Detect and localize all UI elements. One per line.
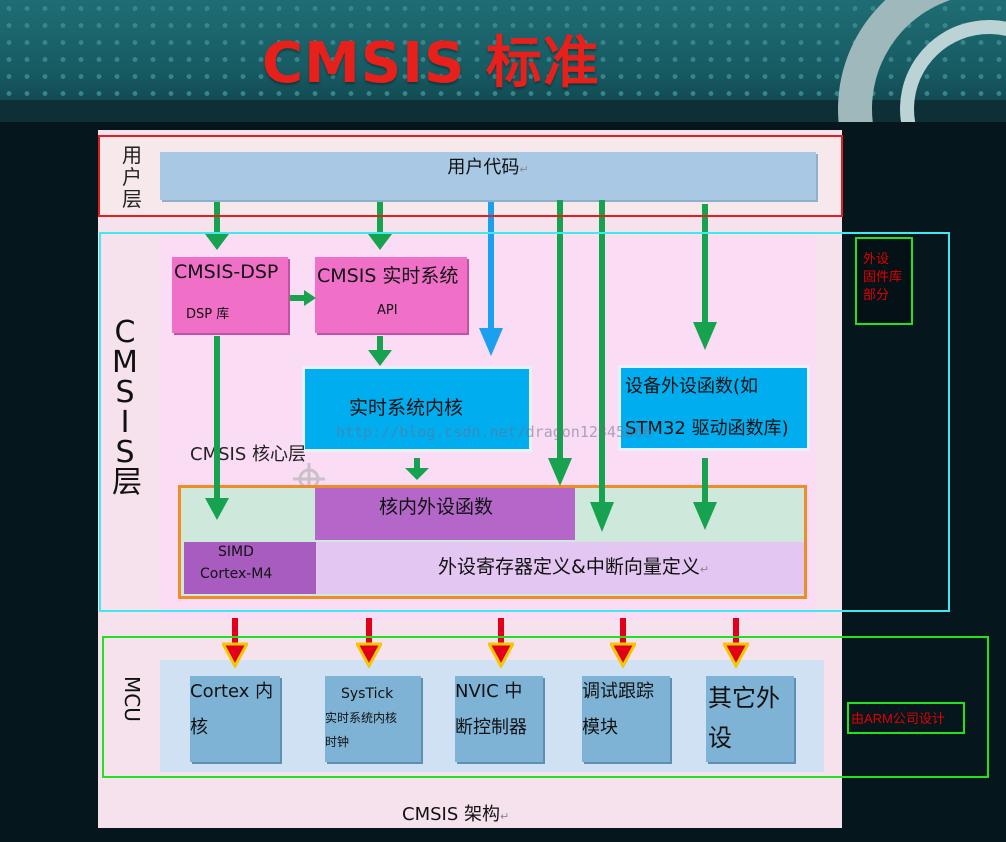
mcu-box-line: 其它外	[708, 684, 780, 712]
rt-kernel-box: 实时系统内核	[302, 366, 532, 452]
diagram-caption-text: CMSIS 架构	[402, 804, 500, 825]
user-layer-label: 用户层	[122, 143, 142, 211]
cmsis-dsp-box: CMSIS-DSP DSP 库	[172, 257, 288, 333]
arrow-dsp-to-rtos	[290, 295, 306, 301]
mcu-box-line: SysTick	[341, 686, 394, 702]
periph-lib-annotation-box: 外设 固件库 部分	[855, 237, 913, 325]
header-dot-pattern	[0, 0, 1006, 108]
mcu-box-line: 模块	[582, 717, 618, 738]
arrow-head	[368, 350, 392, 366]
peripheral-register-label: 外设寄存器定义&中断向量定义↵	[438, 552, 709, 579]
fire-arrow-icon	[721, 616, 751, 672]
arm-annotation-text: 由ARM公司设计	[851, 711, 945, 726]
mcu-layer-highlight-box	[102, 636, 989, 778]
arrow-head	[205, 498, 229, 520]
paragraph-mark-icon: ↵	[519, 163, 529, 176]
mcu-box-line: 时钟	[325, 735, 350, 749]
arm-annotation-box: 由ARM公司设计	[847, 702, 965, 734]
simd-box: SIMD Cortex-M4	[184, 542, 316, 594]
peripheral-register-box: 外设寄存器定义&中断向量定义↵	[316, 542, 804, 594]
user-layer-highlight-box	[98, 135, 843, 217]
fire-arrow-icon	[354, 616, 384, 672]
fire-arrow-icon	[608, 616, 638, 672]
mcu-box-nvic: NVIC 中 断控制器	[455, 676, 543, 762]
user-code-label: 用户代码	[447, 157, 520, 178]
simd-line1: SIMD	[218, 544, 254, 560]
core-peripheral-functions-label: 核内外设函数	[379, 496, 494, 518]
user-code-box: 用户代码↵	[160, 152, 816, 200]
cmsis-rtos-sub: API	[377, 303, 398, 318]
arrow-head	[479, 328, 503, 356]
cmsis-dsp-sub: DSP 库	[186, 307, 230, 322]
header-band	[0, 100, 1006, 122]
device-functions-line2: STM32 驱动函数库)	[625, 418, 789, 439]
paragraph-mark-icon: ↵	[499, 810, 510, 823]
rt-kernel-label: 实时系统内核	[349, 397, 464, 419]
periph-lib-annotation-line3: 部分	[863, 287, 890, 302]
mcu-box-line: 设	[708, 724, 732, 752]
device-functions-box: 设备外设函数(如 STM32 驱动函数库)	[618, 365, 810, 451]
arrow-user-to-dsp	[214, 202, 220, 238]
arrow-rtos-to-kernel	[377, 336, 383, 352]
mcu-box-cortex-core: Cortex 内 核	[190, 676, 280, 762]
arrow-device-to-core	[702, 458, 708, 504]
mcu-box-other-periph: 其它外 设	[706, 676, 794, 762]
arrow-user-to-rtos	[377, 202, 383, 238]
cmsis-layer-label-text: CMSIS 层	[112, 315, 142, 500]
core-peripheral-functions-box: 核内外设函数	[315, 488, 575, 540]
arrow-user-to-device-funcs	[702, 204, 708, 324]
mcu-box-line: 调试跟踪	[582, 681, 654, 702]
diagram-caption: CMSIS 架构↵	[402, 800, 509, 826]
page-title: CMSIS 标准	[262, 31, 600, 96]
arrow-dsp-to-simd	[214, 336, 220, 500]
arrow-head	[548, 458, 572, 486]
watermark-text: http://blog.csdn.net/dragon12345666	[336, 423, 653, 441]
arrow-head	[304, 290, 316, 306]
arrow-user-to-core-periph	[557, 200, 563, 462]
arrow-head	[205, 234, 229, 250]
cmsis-layer-highlight-box	[99, 232, 950, 612]
fire-arrow-icon	[220, 616, 250, 672]
arrow-kernel-to-core	[414, 458, 420, 470]
periph-lib-annotation-line2: 固件库	[863, 269, 903, 284]
arrow-head	[368, 234, 392, 250]
peripheral-register-text: 外设寄存器定义&中断向量定义	[438, 556, 700, 578]
slide-header: CMSIS 标准	[0, 0, 1006, 122]
arrow-head	[693, 322, 717, 350]
mcu-box-debug-trace: 调试跟踪 模块	[582, 676, 670, 762]
mcu-box-line: 核	[190, 717, 208, 738]
simd-line2: Cortex-M4	[200, 566, 273, 582]
arrow-head	[693, 502, 717, 530]
cmsis-rtos-title: CMSIS 实时系统	[317, 265, 459, 287]
cmsis-rtos-box: CMSIS 实时系统 API	[315, 257, 467, 333]
mcu-box-line: 断控制器	[455, 717, 527, 738]
mcu-box-systick: SysTick 实时系统内核 时钟	[325, 676, 421, 762]
mcu-box-line: 实时系统内核	[325, 711, 398, 725]
cmsis-dsp-title: CMSIS-DSP	[174, 261, 279, 283]
arrow-head	[590, 502, 614, 532]
arrow-user-to-kernel-blue	[488, 202, 494, 330]
fire-arrow-icon	[486, 616, 516, 672]
arrow-head	[405, 468, 429, 480]
cmsis-layer-label: CMSIS 层	[112, 315, 142, 500]
device-functions-line1: 设备外设函数(如	[625, 376, 759, 397]
periph-lib-annotation-line1: 外设	[863, 251, 890, 266]
arrow-user-to-periph-reg	[599, 200, 605, 504]
mcu-box-line: Cortex 内	[190, 681, 274, 702]
mcu-box-line: NVIC 中	[455, 681, 523, 702]
paragraph-mark-icon: ↵	[699, 563, 710, 576]
